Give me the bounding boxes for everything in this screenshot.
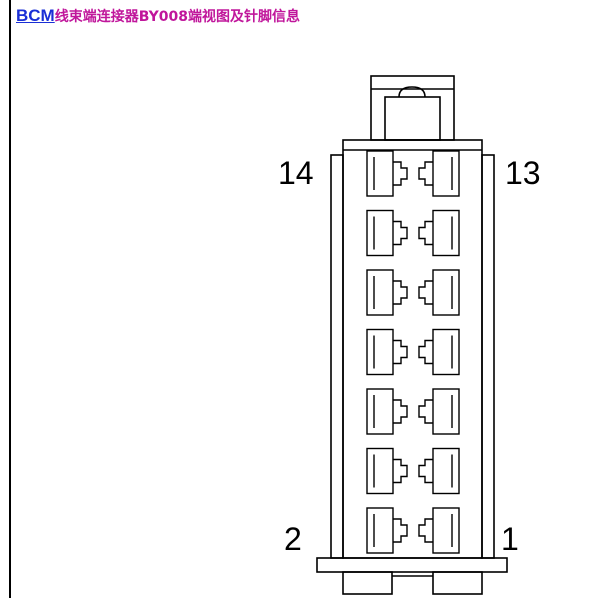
left-rail: [330, 154, 344, 559]
cavity-row2-left-nose: [393, 220, 408, 246]
cavity-row1-left-nose: [393, 161, 408, 186]
cavity-row4-right-nose: [418, 339, 433, 365]
left-border-line: [9, 0, 11, 598]
cavity-row7-right-body: [432, 507, 460, 554]
cavity-row7-left-nose: [393, 518, 408, 543]
cavity-row7-right-nose: [418, 518, 433, 543]
right-rail: [481, 154, 495, 559]
bottom-tab-left: [342, 571, 393, 595]
bottom-tab-right: [432, 571, 483, 595]
pin-label-2: 2: [284, 521, 302, 557]
cavity-row6-right-body: [432, 447, 460, 495]
cavity-row5-left-nose: [393, 399, 408, 424]
cavity-row5-left-body: [366, 388, 394, 435]
cavity-row4-right-body: [432, 328, 460, 376]
pin-cavities: [366, 150, 460, 554]
cavity-row6-left-body: [366, 447, 394, 495]
page-title: BCM线束端连接器BY008端视图及针脚信息: [16, 6, 300, 27]
cavity-row3-right-body: [432, 269, 460, 316]
bcm-link[interactable]: BCM: [16, 6, 55, 25]
cavity-row5-right-body: [432, 388, 460, 435]
cavity-row3-left-nose: [393, 280, 408, 305]
cavity-row3-left-body: [366, 269, 394, 316]
cavity-row2-right-nose: [418, 220, 433, 246]
cavity-row4-left-nose: [393, 339, 408, 365]
cavity-row7-left-body: [366, 507, 394, 554]
cavity-row6-right-nose: [418, 458, 433, 484]
latch-bump: [398, 86, 426, 98]
pin-label-14: 14: [278, 155, 314, 191]
cavity-row2-right-body: [432, 209, 460, 257]
cavity-row5-right-nose: [418, 399, 433, 424]
cavity-row2-left-body: [366, 209, 394, 257]
cavity-row1-left-body: [366, 150, 394, 197]
cavity-row1-right-body: [432, 150, 460, 197]
cavity-row3-right-nose: [418, 280, 433, 305]
title-text: 线束端连接器BY008端视图及针脚信息: [54, 9, 300, 25]
latch-outer: [370, 75, 455, 141]
pin-label-1: 1: [501, 521, 519, 557]
bottom-flange: [316, 557, 508, 573]
pin-label-13: 13: [505, 155, 541, 191]
cavity-row6-left-nose: [393, 458, 408, 484]
cavity-row4-left-body: [366, 328, 394, 376]
housing-outer: [342, 139, 483, 559]
cavity-row1-right-nose: [418, 161, 433, 186]
latch-tab: [384, 96, 441, 141]
